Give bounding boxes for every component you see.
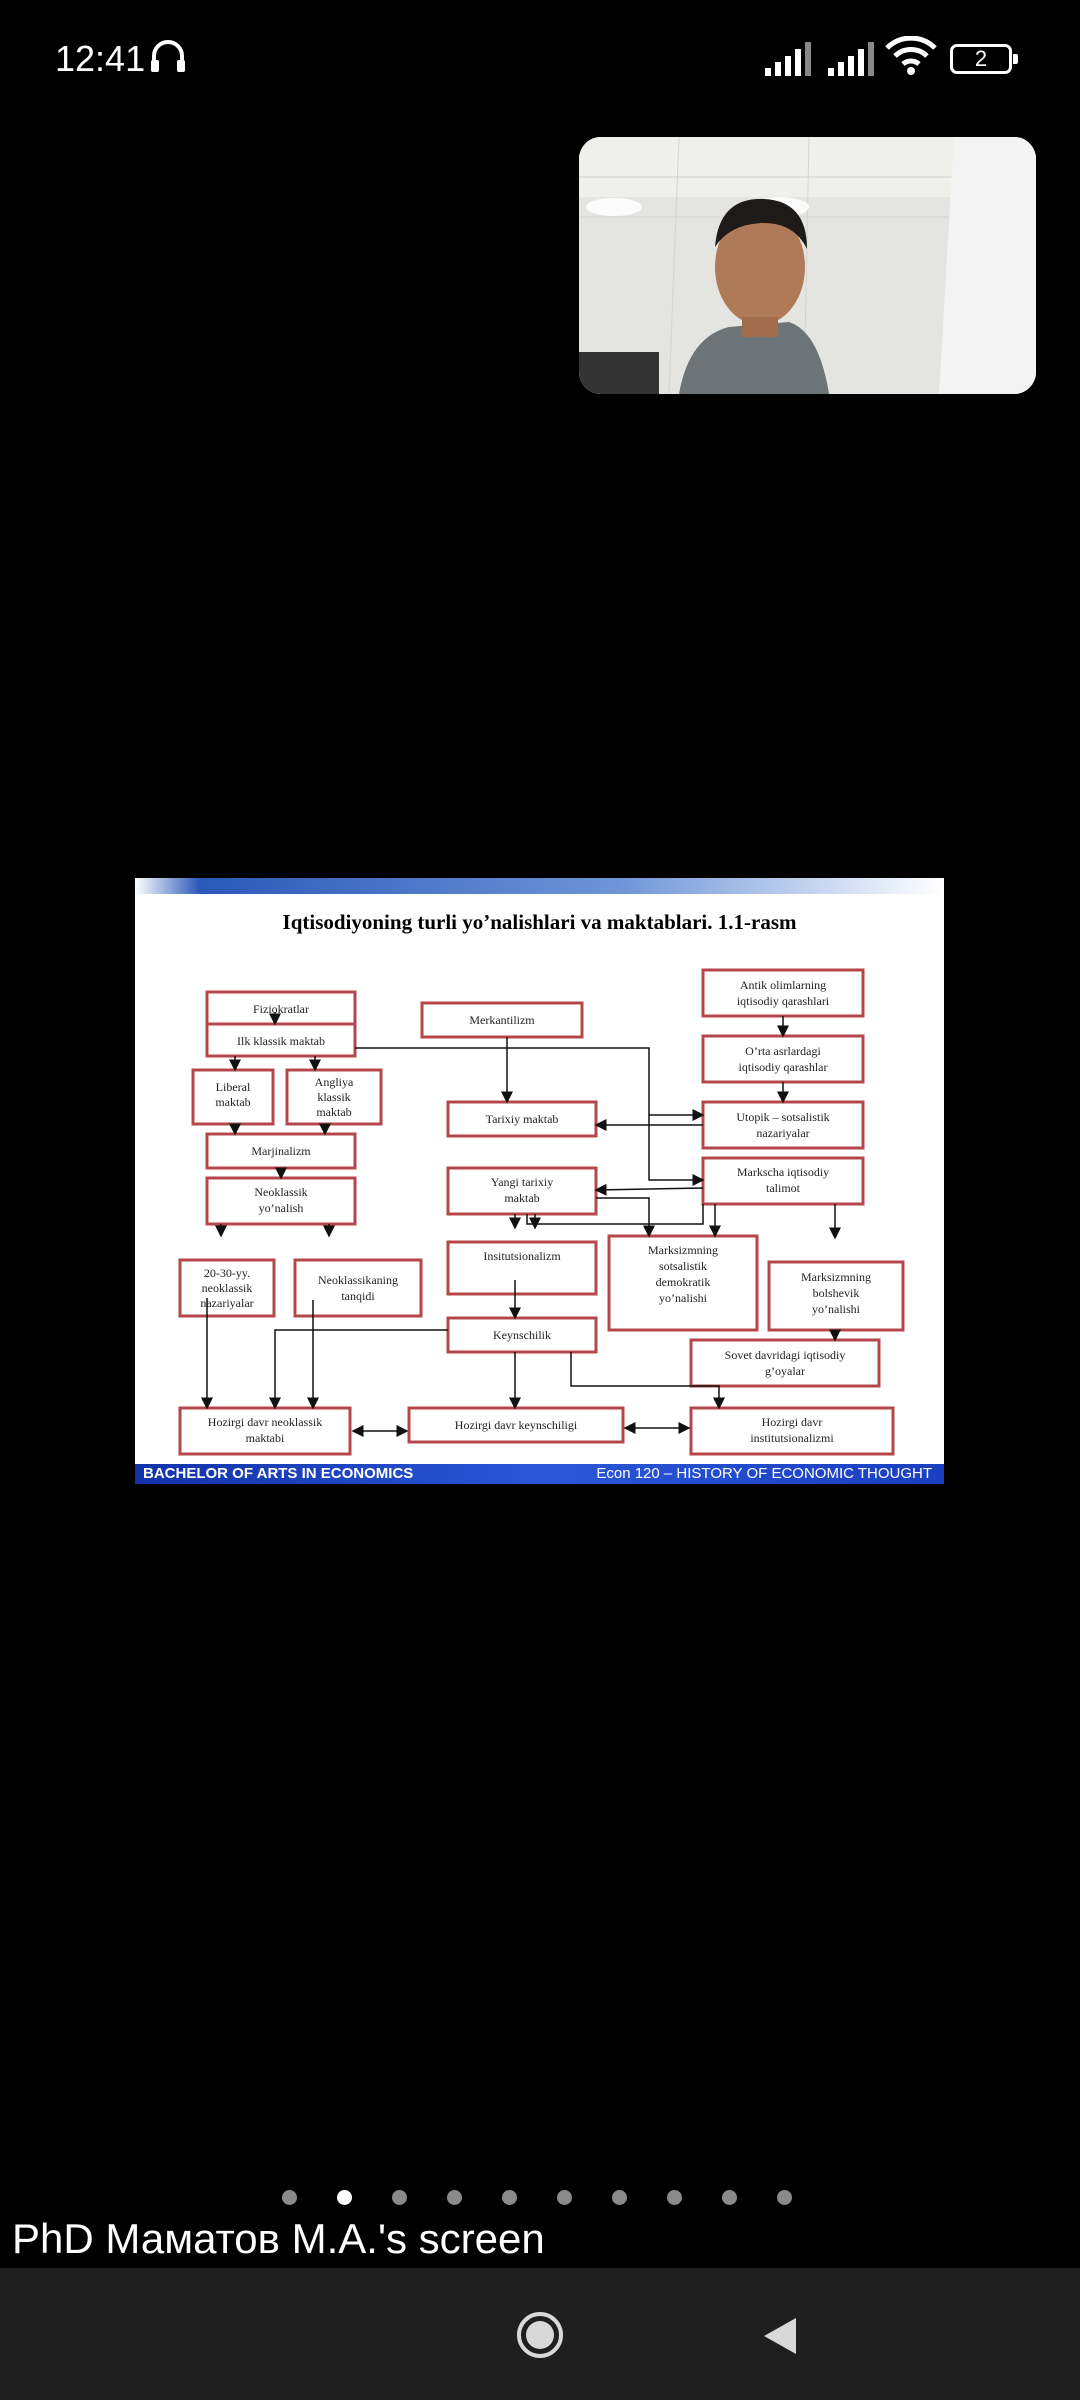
battery-level: 2 (974, 46, 988, 71)
label-hinst-2: institutsionalizmi (750, 1431, 834, 1445)
page-dot[interactable] (282, 2190, 297, 2205)
box-orta-asr (701, 1034, 865, 1084)
box-keynschilik (446, 1316, 598, 1354)
label-hneo-1: Hozirgi davr neoklassik (208, 1415, 322, 1429)
label-utopik-1: Utopik – sotsalistik (736, 1110, 829, 1124)
label-2030-2: neoklassik (202, 1281, 253, 1295)
label-yangi-tarixiy-2: maktab (504, 1191, 539, 1205)
page-dot[interactable] (667, 2190, 682, 2205)
label-marjinalizm: Marjinalizm (251, 1144, 311, 1158)
label-tanqidi-2: tanqidi (341, 1289, 375, 1303)
page-dot[interactable] (337, 2190, 352, 2205)
box-ilk-klassik (205, 1022, 357, 1058)
label-utopik-2: nazariyalar (756, 1126, 809, 1140)
label-msots-3: demokratik (656, 1275, 711, 1289)
box-neoklassik-tanqidi (293, 1258, 423, 1318)
label-mbols-2: bolshevik (813, 1286, 860, 1300)
label-fiziokratlar: Fiziokratlar (253, 1002, 309, 1016)
page-dot[interactable] (447, 2190, 462, 2205)
label-angliya-3: maktab (316, 1105, 351, 1119)
box-antik (701, 968, 865, 1018)
box-marksizm-sots (607, 1234, 759, 1332)
label-antik-2: iqtisodiy qarashlari (737, 994, 830, 1008)
label-angliya-2: klassik (317, 1090, 350, 1104)
label-keynschilik: Keynschilik (493, 1328, 551, 1342)
headset-icon (151, 40, 185, 72)
participant-video-tile[interactable] (579, 137, 1036, 394)
label-orta-1: O’rta asrlardagi (745, 1044, 821, 1058)
label-tarixiy: Tarixiy maktab (486, 1112, 559, 1126)
label-mbols-1: Marksizmning (801, 1270, 871, 1284)
label-hkeyns: Hozirgi davr keynschiligi (455, 1418, 578, 1432)
label-msots-1: Marksizmning (648, 1243, 718, 1257)
slide-title: Iqtisodiyoning turli yo’nalishlari va ma… (282, 910, 797, 934)
box-hozirgi-inst (689, 1406, 895, 1456)
label-orta-2: iqtisodiy qarashlar (739, 1060, 828, 1074)
label-antik-1: Antik olimlarning (740, 978, 826, 992)
label-yangi-tarixiy-1: Yangi tarixiy (491, 1175, 553, 1189)
back-icon[interactable] (762, 2316, 798, 2356)
shared-slide: Iqtisodiyoning turli yo’nalishlari va ma… (135, 878, 944, 1484)
screen-share-caption: PhD Маматов М.А.'s screen (12, 2215, 545, 2262)
battery-icon: 2 (950, 44, 1018, 74)
participant-video (579, 137, 1036, 394)
label-msots-2: sotsalistik (659, 1259, 707, 1273)
label-neoklassik-1: Neoklassik (254, 1185, 307, 1199)
label-sovet-2: g’oyalar (765, 1364, 805, 1378)
page-dot[interactable] (557, 2190, 572, 2205)
box-hozirgi-neo (178, 1406, 352, 1456)
box-sovet (689, 1338, 881, 1388)
label-institutsionalizm: Insitutsionalizm (483, 1249, 561, 1263)
label-liberal-1: Liberal (216, 1080, 251, 1094)
status-time: 12:41 (55, 38, 146, 79)
slide-footer-left: BACHELOR OF ARTS IN ECONOMICS (143, 1465, 414, 1482)
box-utopik (701, 1100, 865, 1150)
label-liberal-2: maktab (215, 1095, 250, 1109)
status-bar: 12:41 2 (0, 0, 1080, 120)
signal-icon (765, 42, 811, 76)
box-institutsionalizm (446, 1240, 598, 1296)
label-hinst-1: Hozirgi davr (762, 1415, 823, 1429)
label-msots-4: yo’nalishi (659, 1291, 708, 1305)
label-markscha-2: talimot (766, 1181, 801, 1195)
schools-diagram: Fiziokratlar Ilk klassik maktab Liberal … (178, 968, 905, 1456)
box-20-30 (178, 1258, 276, 1318)
home-icon[interactable] (516, 2311, 564, 2359)
page-dot[interactable] (777, 2190, 792, 2205)
label-hneo-2: maktabi (246, 1431, 285, 1445)
page-dot[interactable] (392, 2190, 407, 2205)
slide-top-stripe (135, 878, 944, 894)
label-neoklassik-2: yo’nalish (259, 1201, 304, 1215)
slide-footer-bar: BACHELOR OF ARTS IN ECONOMICS Econ 120 –… (135, 1464, 944, 1484)
page-dot[interactable] (502, 2190, 517, 2205)
label-angliya-1: Angliya (315, 1075, 354, 1089)
box-angliya (285, 1068, 383, 1126)
signal-icon (828, 42, 874, 76)
label-merkantilizm: Merkantilizm (469, 1013, 535, 1027)
page-dot[interactable] (722, 2190, 737, 2205)
label-mbols-3: yo’nalishi (812, 1302, 861, 1316)
label-2030-1: 20-30-yy. (204, 1266, 250, 1280)
label-2030-3: nazariyalar (200, 1296, 253, 1310)
wifi-icon (885, 36, 937, 75)
box-merkantilizm (420, 1001, 584, 1039)
label-sovet-1: Sovet davridagi iqtisodiy (725, 1348, 846, 1362)
label-markscha-1: Markscha iqtisodiy (737, 1165, 829, 1179)
label-ilk-klassik: Ilk klassik maktab (237, 1034, 325, 1048)
label-tanqidi-1: Neoklassikaning (318, 1273, 398, 1287)
slide-footer-right: Econ 120 – HISTORY OF ECONOMIC THOUGHT (596, 1465, 932, 1482)
diagram-connectors (201, 1012, 841, 1437)
page-dot[interactable] (612, 2190, 627, 2205)
